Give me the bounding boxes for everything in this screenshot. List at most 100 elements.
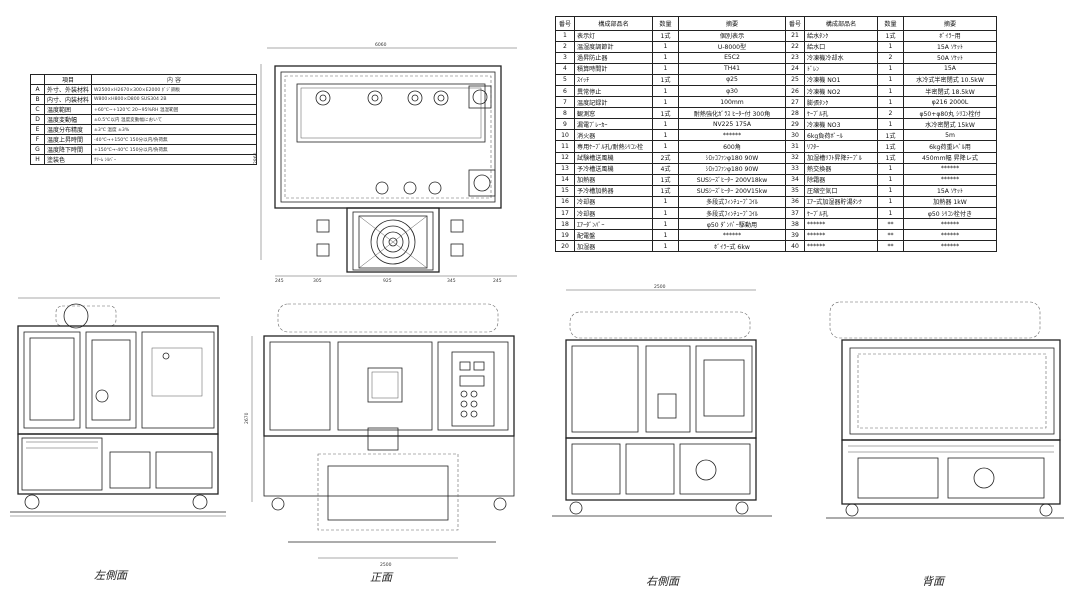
part-qty-cell: 1式 (877, 140, 904, 153)
part-no-cell: 30 (785, 129, 805, 142)
part-spec-cell: E5C2 (678, 51, 786, 64)
part-qty-cell: 1 (877, 73, 904, 86)
part-no-cell: 21 (785, 29, 805, 42)
part-name-cell: 圧縮空気口 (804, 184, 878, 197)
part-name-cell: ****** (804, 240, 878, 253)
spec-item-cell: 塗装色 (43, 154, 93, 165)
part-name-cell: 熱交換器 (804, 162, 878, 175)
spec-value-cell: W800×H800×D800 SUS304 2B (91, 94, 258, 105)
part-no-cell: 8 (555, 107, 575, 120)
part-qty-cell: ** (877, 240, 904, 253)
part-qty-cell: 1 (652, 118, 679, 131)
spec-value-cell: ｸﾘｰﾑ ｼﾙﾊﾞｰ (91, 154, 258, 165)
header-name-2: 構成部品名 (804, 16, 878, 31)
label-front-view: 正面 (370, 571, 392, 584)
plan-view-drawing: 6060 2860 245 305 925 345 245 (253, 42, 517, 284)
spec-header-content: 内 容 (91, 74, 258, 85)
part-qty-cell: 1 (652, 129, 679, 142)
part-qty-cell: 1 (652, 229, 679, 242)
part-no-cell: 22 (785, 40, 805, 53)
part-spec-cell: ****** (678, 229, 786, 242)
part-qty-cell: 1式 (652, 184, 679, 197)
part-no-cell: 9 (555, 118, 575, 131)
part-qty-cell: 1 (652, 84, 679, 98)
part-name-cell: ****** (804, 229, 878, 242)
part-no-cell: 28 (785, 107, 805, 120)
part-no-cell: 33 (785, 162, 805, 175)
part-no-cell: 13 (555, 162, 575, 175)
plan-height-dim: 2860 (253, 152, 259, 164)
part-spec-cell: 50A ｿｹｯﾄ (903, 51, 997, 64)
part-name-cell: 冷却器 (574, 195, 653, 209)
part-spec-cell: 個別表示 (678, 29, 786, 42)
part-no-cell: 31 (785, 140, 805, 153)
label-left-view: 左側面 (94, 569, 127, 582)
part-qty-cell: 1 (652, 51, 679, 64)
part-name-cell: 過昇防止器 (574, 51, 653, 64)
plan-dim-2: 305 (313, 278, 322, 284)
spec-value-cell: W2500×H2670×300×E2000 ﾎﾞｼﾞ鋼板 (91, 84, 258, 95)
back-view-drawing (826, 301, 1064, 519)
part-spec-cell: 15A ｿｹｯﾄ (903, 40, 997, 53)
part-no-cell: 34 (785, 173, 805, 186)
part-qty-cell: 1式 (877, 29, 904, 42)
part-no-cell: 27 (785, 96, 805, 109)
part-qty-cell: 1 (877, 40, 904, 53)
spec-value-cell: +150℃→-40℃ 150分以内/負荷無 (91, 144, 258, 155)
part-spec-cell: NV225 175A (678, 118, 786, 131)
part-qty-cell: 1式 (652, 29, 679, 42)
part-no-cell: 3 (555, 51, 575, 64)
part-qty-cell: 1 (652, 240, 679, 253)
spec-key-cell: C (30, 104, 45, 115)
right-side-view-drawing: 2500 (552, 284, 772, 517)
part-qty-cell: 1式 (652, 73, 679, 86)
spec-item-cell: 温度変動幅 (43, 114, 93, 125)
part-name-cell: 予冷槽加熱器 (574, 184, 653, 197)
part-qty-cell: 1 (652, 62, 679, 75)
part-name-cell: 冷凍機 NO1 (804, 73, 878, 86)
header-qty-2: 数量 (877, 16, 904, 31)
part-spec-cell: 15A ｿｹｯﾄ (903, 184, 997, 197)
spec-key-cell: A (30, 84, 45, 95)
part-no-cell: 37 (785, 206, 805, 220)
header-no: 番号 (555, 16, 575, 31)
part-qty-cell: ** (877, 229, 904, 242)
part-qty-cell: 1 (652, 96, 679, 109)
part-name-cell: ｽｲｯﾁ (574, 73, 653, 86)
part-name-cell: 給水口 (804, 40, 878, 53)
part-spec-cell: 15A (903, 62, 997, 75)
left-side-view-drawing (10, 297, 226, 517)
part-no-cell: 12 (555, 151, 575, 164)
part-name-cell: ｹｰﾌﾞﾙ孔 (804, 206, 878, 220)
part-no-cell: 1 (555, 29, 575, 42)
part-name-cell: ****** (804, 218, 878, 231)
part-name-cell: 表示灯 (574, 29, 653, 42)
spec-value-cell: -40℃→+150℃ 150分以内/負荷無 (91, 134, 258, 145)
label-right-view: 右側面 (646, 575, 679, 588)
part-spec-cell: SUSｼｰｽﾞﾋｰﾀｰ 200V18kw (678, 173, 786, 186)
spec-item-cell: 外寸、外装材料 (43, 84, 93, 95)
part-qty-cell: 2 (877, 107, 904, 120)
part-spec-cell: φ50+φ80丸 ｼﾘｺﾝ栓付 (903, 107, 997, 120)
part-name-cell: 観測窓 (574, 107, 653, 120)
part-spec-cell: TH41 (678, 62, 786, 75)
spec-item-cell: 温度上昇時間 (43, 134, 93, 145)
part-qty-cell: 1式 (877, 151, 904, 164)
part-spec-cell: 水冷密閉式 15kW (903, 118, 997, 131)
part-no-cell: 2 (555, 40, 575, 53)
part-spec-cell: ****** (903, 173, 997, 186)
spec-value-cell: ±3℃ 温度 ±3% (91, 124, 258, 135)
